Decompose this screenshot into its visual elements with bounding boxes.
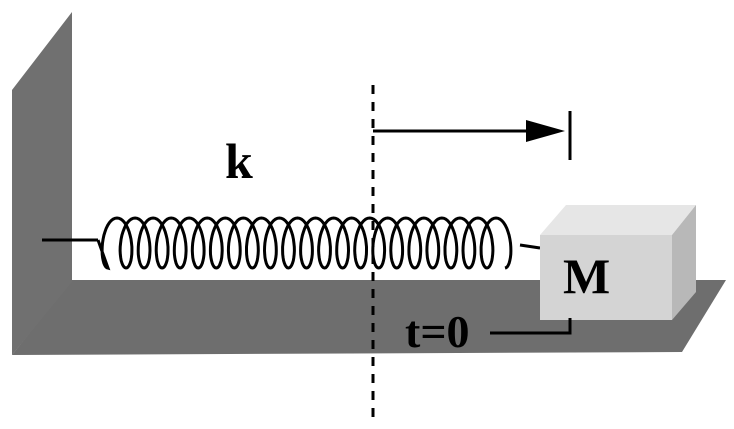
mass-block: M — [540, 205, 696, 320]
wall — [12, 12, 72, 355]
block-top — [540, 205, 696, 235]
spring — [96, 216, 513, 271]
time-label: t=0 — [405, 306, 470, 357]
arrowhead-icon — [526, 120, 565, 142]
block-side — [672, 205, 696, 320]
spring-end — [519, 243, 541, 250]
spring-constant-label: k — [225, 133, 253, 189]
block-front — [540, 235, 672, 320]
mass-label: M — [563, 248, 610, 304]
time-marker — [490, 318, 572, 335]
